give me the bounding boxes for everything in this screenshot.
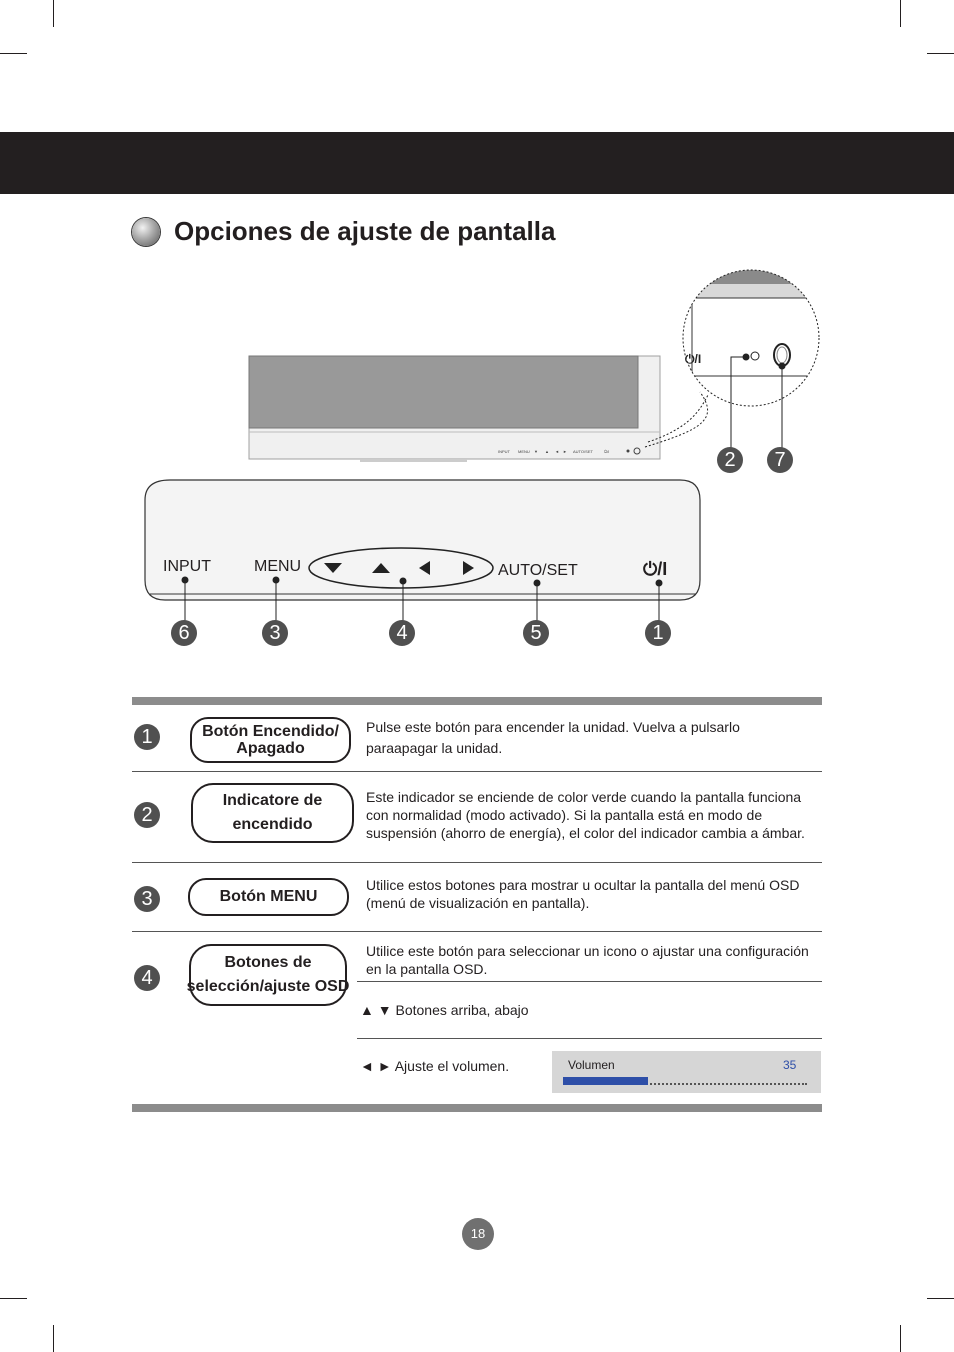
row-description: Este indicador se enciende de color verd… [366,789,805,841]
callout-3: 3 [262,620,288,646]
callout-2: 2 [717,447,743,473]
row-description: Utilice estos botones para mostrar u ocu… [366,877,800,911]
power-indicator-icon [750,351,760,361]
crop-mark [0,1298,27,1299]
up-down-note: ▲ ▼ Botones arriba, abajo [360,1002,529,1018]
row-number: 1 [134,724,160,750]
table-top-bar [132,697,822,705]
section-title: Opciones de ajuste de pantalla [174,216,556,246]
crop-mark [900,1325,901,1352]
crop-mark [53,1325,54,1352]
crop-mark [927,1298,954,1299]
button-panel [144,479,701,601]
sub-divider [357,981,822,982]
row-label: Botón Encendido/ Apagado [190,717,351,763]
crop-mark [927,53,954,54]
right-arrow-icon [463,561,474,575]
svg-text:◄: ◄ [555,449,559,454]
row-description: Pulse este botón para encender la unidad… [366,719,740,756]
osd-volume-track [563,1077,807,1085]
sub-divider [357,1038,822,1039]
crop-mark [900,0,901,27]
monitor-stand [360,459,467,462]
down-arrow-icon [324,563,342,573]
svg-text:MENU: MENU [518,449,530,454]
row-label: Indicatore de encendido [191,783,354,843]
header-band [0,132,954,194]
callout-5: 5 [523,620,549,646]
left-right-note: ◄ ► Ajuste el volumen. [360,1058,510,1074]
svg-text:⏻/I: ⏻/I [604,449,609,454]
callout-7: 7 [767,447,793,473]
monitor-screen [248,355,639,429]
osd-volume-fill [563,1077,648,1085]
svg-text:►: ► [563,449,567,454]
row-divider [132,931,822,932]
crop-mark [53,0,54,27]
svg-text:INPUT: INPUT [498,449,511,454]
up-arrow-icon [372,563,390,573]
row-divider [132,771,822,772]
left-arrow-icon [419,561,430,575]
row-description: Utilice este botón para seleccionar un i… [366,943,809,977]
callout-6: 6 [171,620,197,646]
row-number: 3 [134,886,160,912]
svg-text:AUTO/SET: AUTO/SET [573,449,593,454]
menu-button: MENU [254,558,302,575]
svg-text:▼: ▼ [534,449,538,454]
arrow-buttons-group [308,547,494,589]
row-number: 4 [134,965,160,991]
row-label: Botón MENU [188,878,349,916]
osd-volume-value: 35 [783,1058,797,1072]
row-number: 2 [134,802,160,828]
svg-text:▲: ▲ [545,449,549,454]
crop-mark [0,53,27,54]
callout-4: 4 [389,620,415,646]
page-number: 18 [462,1218,494,1250]
section-bullet-icon [132,218,160,246]
osd-volume-panel: Volumen 35 [552,1051,821,1093]
row-divider [132,862,822,863]
table-bottom-bar [132,1104,822,1112]
monitor-diagram: INPUT MENU ▼ ▲ ◄ ► AUTO/SET ⏻/I ⏻/I [144,269,820,622]
input-button: INPUT [163,558,211,575]
zoom-circle [682,269,820,407]
autoset-button: AUTO/SET [498,562,578,579]
power-button: ⏻/I [643,559,668,579]
osd-volume-label: Volumen [568,1058,615,1072]
row-label: Botones de selección/ajuste OSD [187,944,349,1006]
callout-1: 1 [645,620,671,646]
svg-text:⏻/I: ⏻/I [685,352,701,366]
